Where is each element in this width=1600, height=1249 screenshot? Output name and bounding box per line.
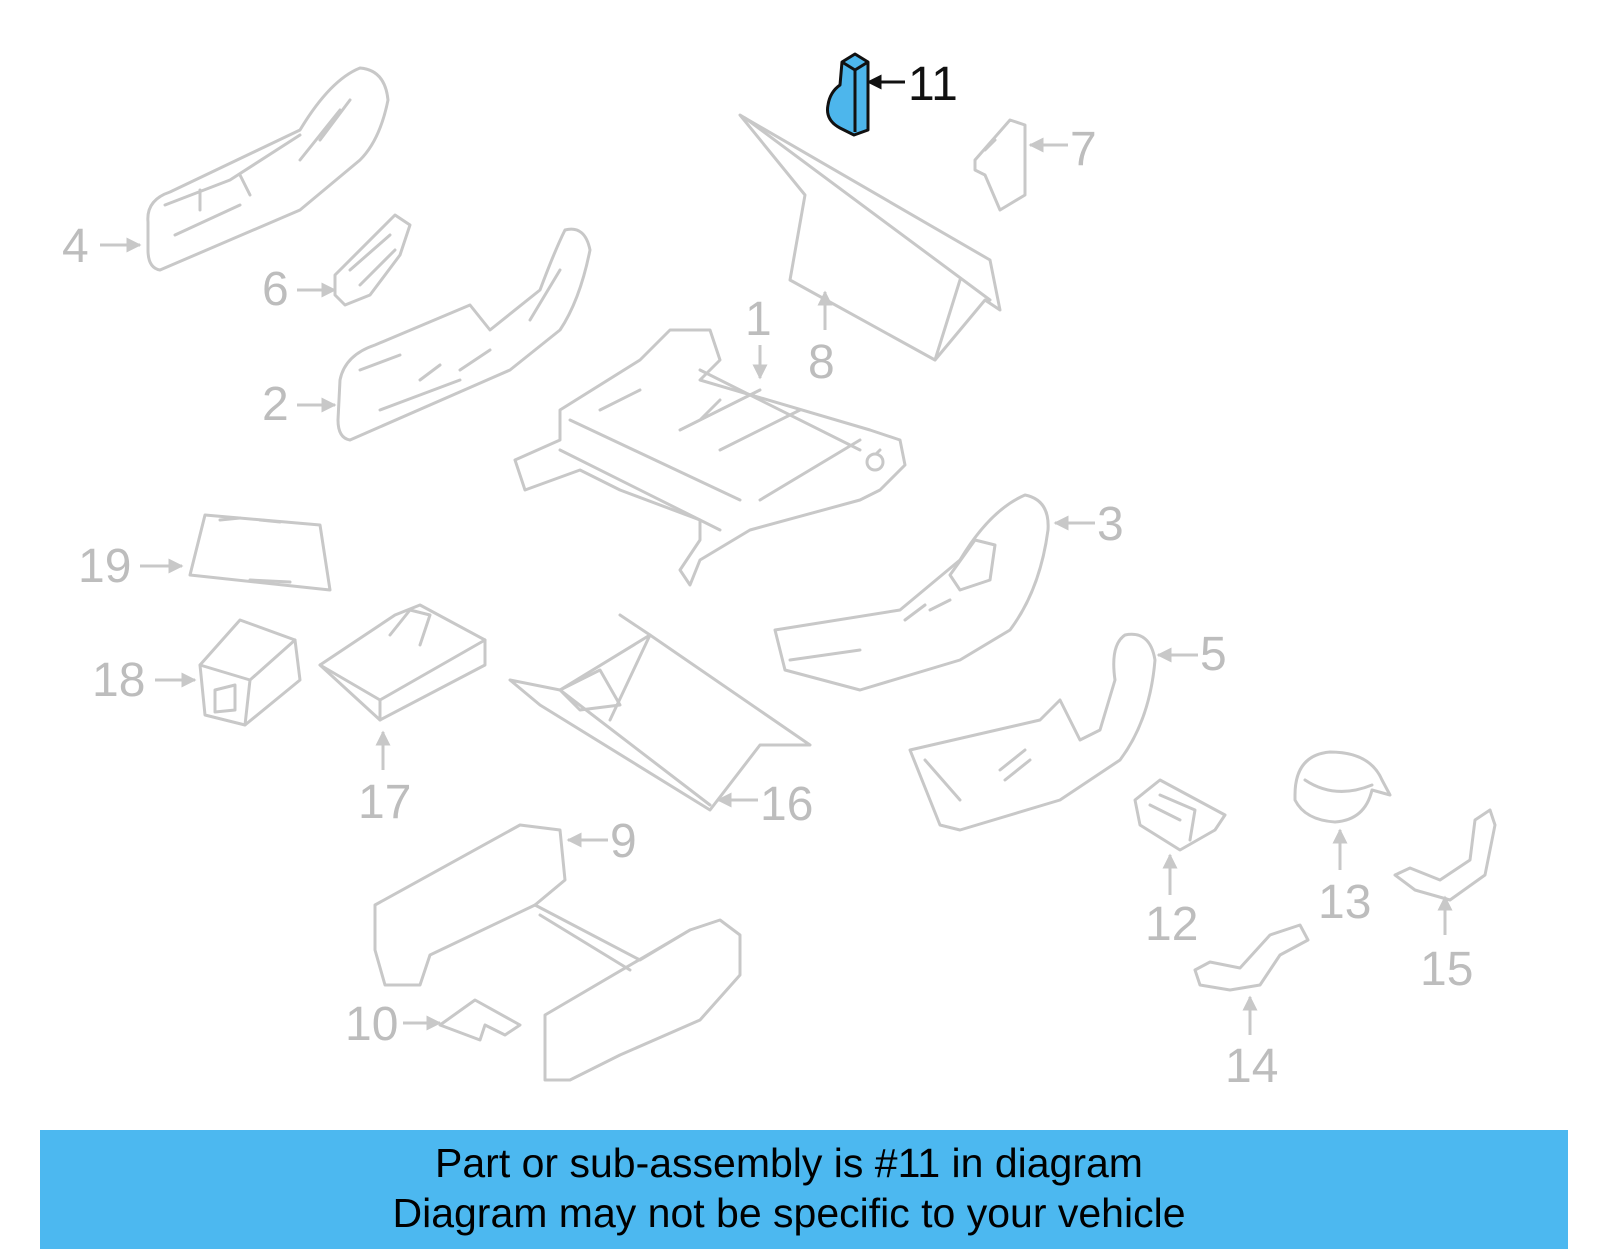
callout-14: 14 (1225, 995, 1278, 1093)
disclaimer-banner: Part or sub-assembly is #11 in diagram D… (40, 1130, 1568, 1249)
part-5-side-shield (908, 632, 1157, 832)
callout-19: 19 (78, 540, 184, 593)
callout-5-label: 5 (1200, 628, 1227, 681)
part-14-bracket (1193, 923, 1310, 992)
callout-4: 4 (62, 220, 142, 273)
callout-6-label: 6 (262, 263, 289, 316)
part-18-switch (198, 618, 302, 727)
callout-14-label: 14 (1225, 1040, 1278, 1093)
part-16-mat (508, 613, 812, 812)
part-1-seat-frame (513, 328, 907, 587)
callout-10: 10 (345, 998, 442, 1051)
callout-12-label: 12 (1145, 898, 1198, 951)
part-15-bracket (1393, 808, 1497, 902)
callout-1-label: 1 (745, 293, 772, 346)
callout-19-label: 19 (78, 540, 131, 593)
part-6-bracket (333, 213, 412, 307)
part-9-adjuster (373, 823, 742, 1082)
callout-8-label: 8 (808, 336, 835, 389)
callout-4-label: 4 (62, 220, 89, 273)
callout-11-label: 11 (908, 58, 958, 111)
callout-3: 3 (1053, 498, 1124, 551)
callout-8: 8 (808, 290, 835, 389)
callout-1: 1 (745, 293, 772, 380)
callout-5: 5 (1156, 628, 1227, 681)
callout-2-label: 2 (262, 378, 289, 431)
callout-2: 2 (262, 378, 337, 431)
callout-9: 9 (566, 815, 637, 868)
callout-13: 13 (1318, 828, 1371, 929)
callout-3-label: 3 (1097, 498, 1124, 551)
callout-17: 17 (358, 730, 411, 829)
part-3-side-shield (773, 493, 1050, 692)
callout-6: 6 (262, 263, 337, 316)
banner-line-1: Part or sub-assembly is #11 in diagram (435, 1140, 1143, 1186)
callout-15-label: 15 (1420, 943, 1473, 996)
callout-16: 16 (716, 778, 813, 831)
part-7-cover (973, 118, 1027, 212)
part-17-switch-assembly (318, 603, 487, 722)
callout-13-label: 13 (1318, 876, 1371, 929)
part-12-connector (1133, 778, 1227, 852)
callout-9-label: 9 (610, 815, 637, 868)
callout-11: 11 (866, 58, 958, 111)
part-11-highlighted (826, 52, 870, 137)
callout-12: 12 (1145, 853, 1198, 951)
part-13-clip (1293, 750, 1392, 824)
part-10-clip (438, 998, 522, 1042)
part-19-module (188, 513, 332, 592)
callout-7-label: 7 (1070, 123, 1097, 176)
callout-16-label: 16 (760, 778, 813, 831)
callout-10-label: 10 (345, 998, 398, 1051)
callout-18-label: 18 (92, 654, 145, 707)
part-2-side-shield (336, 227, 592, 442)
callout-7: 7 (1028, 123, 1097, 176)
part-4-side-shield (146, 66, 390, 272)
banner-line-2: Diagram may not be specific to your vehi… (392, 1190, 1186, 1236)
callout-18: 18 (92, 654, 197, 707)
callout-17-label: 17 (358, 776, 411, 829)
callout-15: 15 (1420, 895, 1473, 996)
part-8-back-panel (738, 113, 1002, 362)
